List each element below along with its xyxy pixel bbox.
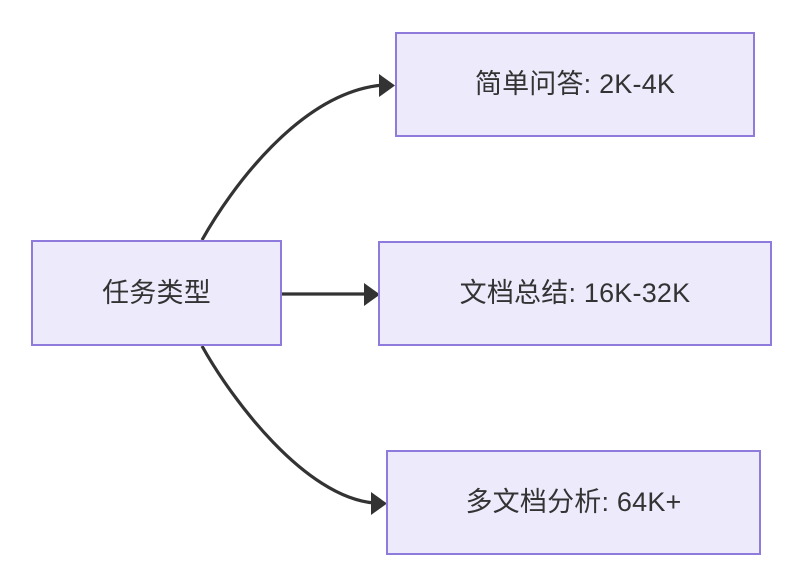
node-source-label: 任务类型: [102, 277, 211, 308]
node-target-2[interactable]: 文档总结: 16K-32K: [378, 241, 772, 346]
node-target-1-label: 简单问答: 2K-4K: [474, 69, 676, 100]
edge-source-to-target-1: [200, 74, 395, 241]
arrowhead-icon-1: [379, 74, 395, 97]
node-source[interactable]: 任务类型: [31, 240, 282, 346]
edge-path-3: [200, 345, 375, 505]
edge-source-to-target-3: [200, 345, 387, 515]
arrowhead-icon-3: [371, 492, 387, 515]
node-target-3[interactable]: 多文档分析: 64K+: [386, 450, 761, 555]
node-target-3-label: 多文档分析: 64K+: [465, 487, 682, 518]
edge-path-1: [200, 83, 384, 241]
node-target-2-label: 文档总结: 16K-32K: [459, 278, 691, 309]
edge-source-to-target-2: [282, 283, 380, 306]
node-target-1[interactable]: 简单问答: 2K-4K: [395, 32, 755, 137]
